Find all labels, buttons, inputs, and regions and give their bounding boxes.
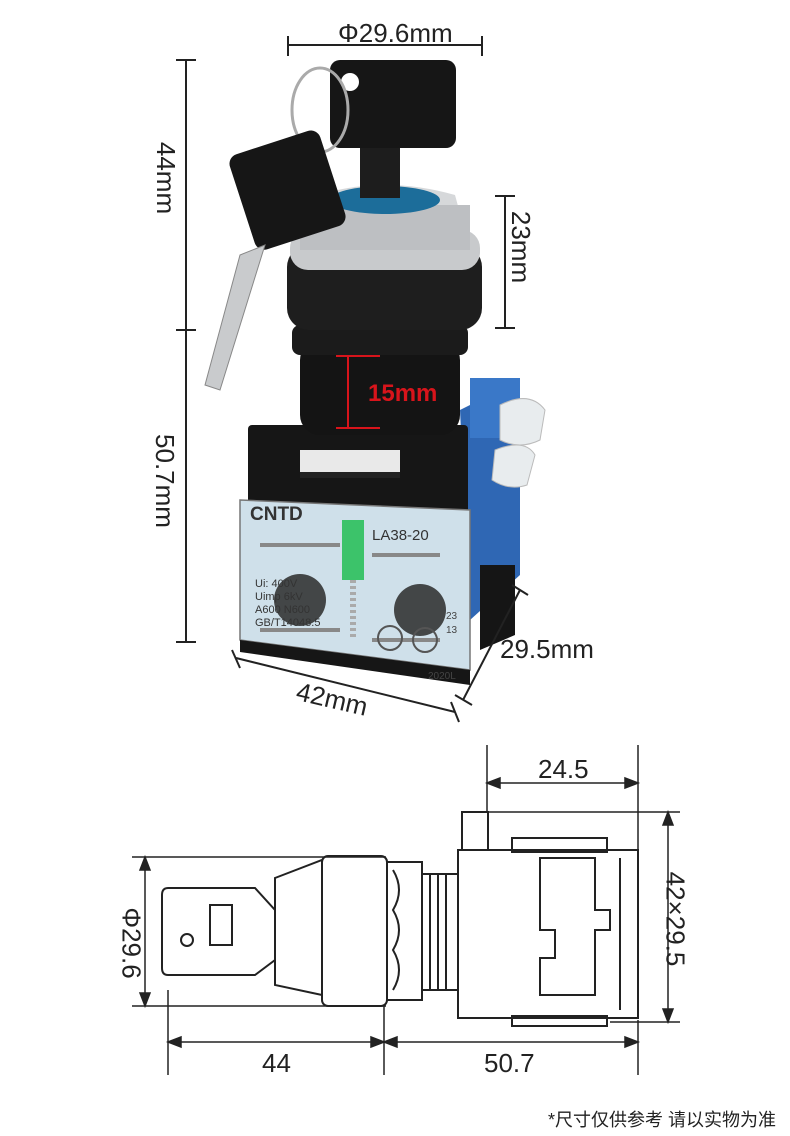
dim-line-height-left	[176, 59, 196, 643]
label-height-bottom: 50.7mm	[149, 434, 180, 528]
block-spec-line: A600 N600	[255, 604, 311, 616]
key-in-switch	[290, 60, 456, 198]
side-key-head	[161, 887, 276, 976]
dim-line-width	[231, 649, 460, 723]
block-spec-line: Uimp 6kV	[255, 591, 303, 603]
switch-block-body	[460, 378, 546, 650]
dim-line-collar	[495, 195, 515, 329]
terminal-13: 13	[446, 625, 458, 636]
label-height-top: 44mm	[151, 141, 182, 215]
block-specs: Ui: 400V Uimp 6kV A600 N600 GB/T14048.5	[255, 578, 320, 630]
label-diameter-top: Φ29.6mm	[338, 18, 453, 48]
spare-key	[204, 130, 346, 391]
label-collar: 23mm	[506, 210, 537, 284]
block-spec-line: GB/T14048.5	[255, 617, 321, 629]
label-thread: 15mm	[368, 380, 438, 407]
block-brand: CNTD	[250, 504, 303, 525]
dim-line-thread	[336, 355, 380, 429]
side-label-length-left: 44	[262, 1048, 291, 1078]
side-bezel	[274, 858, 323, 997]
side-body	[457, 849, 639, 1019]
label-depth: 29.5mm	[500, 634, 594, 664]
side-dim-lines	[132, 745, 680, 1075]
switch-housing	[248, 425, 468, 520]
reference-note: *尺寸仅供参考 请以实物为准	[547, 1110, 776, 1130]
block-spec-line: Ui: 400V	[255, 578, 298, 590]
side-view-drawing	[161, 811, 639, 1027]
dim-line-diameter-top	[287, 36, 483, 56]
contact-block	[239, 499, 471, 685]
side-label-length-right: 50.7	[484, 1048, 535, 1078]
terminal-23: 23	[446, 611, 458, 622]
year-mark: 2020L	[428, 671, 456, 682]
thread-collar	[292, 325, 468, 435]
dim-line-depth	[454, 584, 529, 706]
chrome-bezel	[287, 185, 482, 330]
block-model: LA38-20	[372, 527, 429, 544]
side-label-rear: 24.5	[538, 754, 589, 784]
side-label-section: 42×29.5	[660, 871, 691, 967]
side-label-diameter: Φ29.6	[116, 907, 147, 979]
